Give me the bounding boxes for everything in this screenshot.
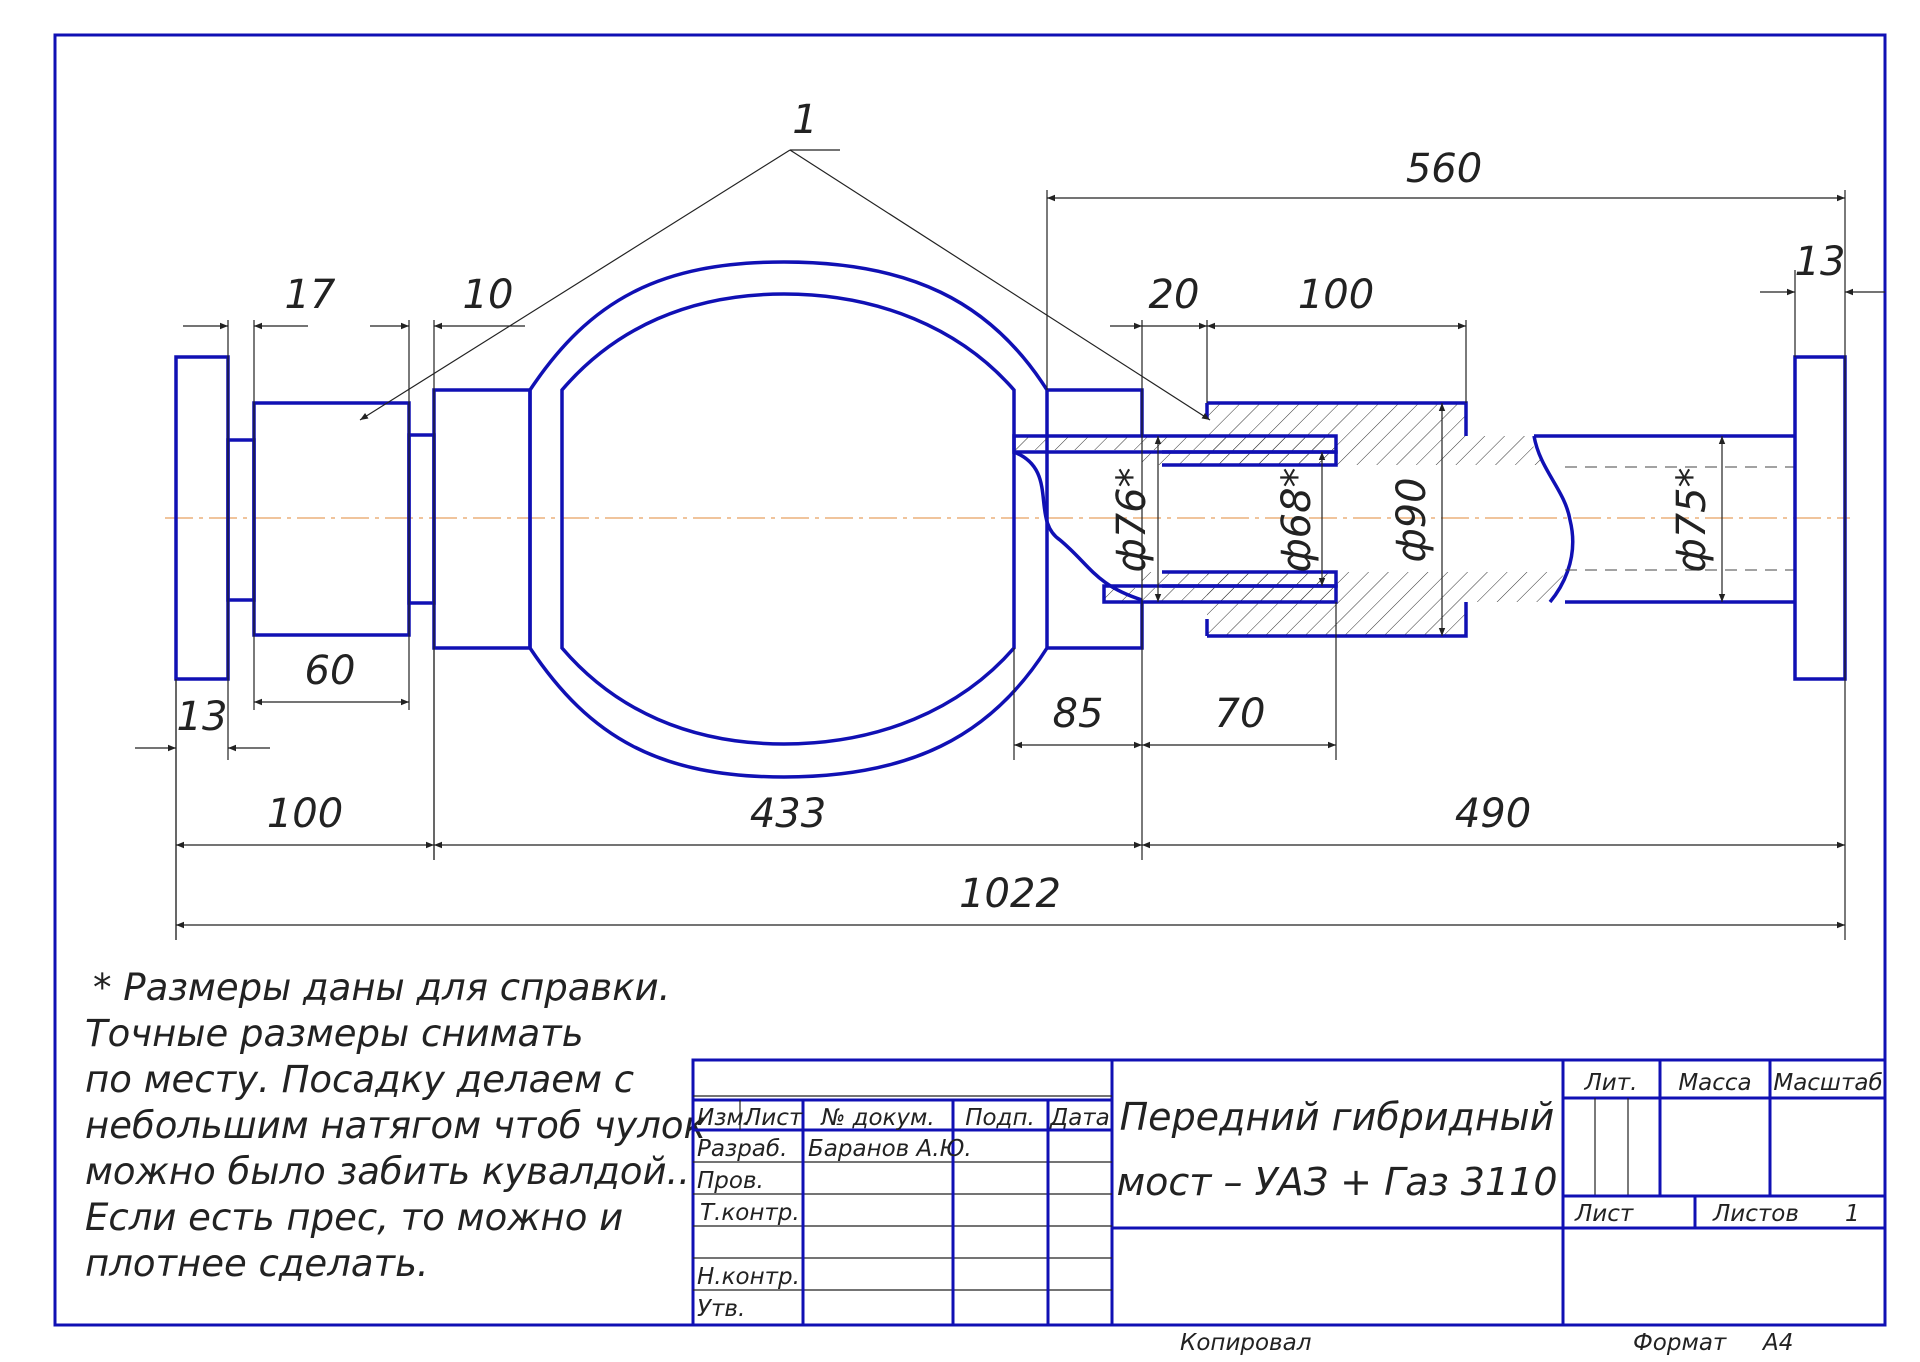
dim-17: 17	[285, 272, 336, 318]
dim-dia-90: ф90	[1389, 477, 1435, 562]
row-razrab: Разраб.	[697, 1136, 787, 1162]
drawing-title-line1: Передний гибридный	[1120, 1095, 1555, 1139]
dim-13-right: 13	[1795, 239, 1846, 285]
kopiroval-label: Копировал	[1180, 1330, 1312, 1356]
note-line: по месту. Посадку делаем с	[85, 1058, 634, 1101]
massa-label: Масса	[1678, 1070, 1751, 1096]
col-data: Дата	[1049, 1105, 1110, 1131]
sleeve-section	[1012, 401, 1795, 638]
leader-label: 1	[792, 97, 817, 143]
format-label: Формат	[1633, 1330, 1727, 1356]
note-line: небольшим натягом чтоб чулок	[85, 1104, 707, 1147]
dim-13-left: 13	[177, 694, 228, 740]
left-neck	[407, 433, 436, 605]
note-line: можно было забить кувалдой..	[85, 1150, 690, 1193]
dim-20: 20	[1149, 272, 1200, 318]
list-label: Лист	[1574, 1201, 1634, 1227]
title-block: Изм. Лист № докум. Подп. Дата Разраб. Ба…	[691, 1058, 1887, 1327]
dim-dia-76: ф76*	[1109, 467, 1155, 572]
drawing-title-line2: мост – УАЗ + Газ 3110	[1116, 1160, 1557, 1204]
lit-label: Лит.	[1584, 1070, 1638, 1096]
dim-100-bottom: 100	[267, 791, 343, 837]
left-bearing-seat	[252, 401, 411, 637]
listov-value: 1	[1845, 1201, 1860, 1227]
dim-dia-75: ф75*	[1669, 467, 1715, 572]
col-ndoc: № докум.	[819, 1105, 934, 1131]
col-izm: Изм.	[697, 1105, 751, 1131]
row-utv: Утв.	[697, 1296, 745, 1322]
note-line: плотнее сделать.	[85, 1242, 429, 1285]
format-value: А4	[1761, 1330, 1793, 1356]
dim-70: 70	[1215, 691, 1266, 737]
row-prov: Пров.	[697, 1168, 764, 1194]
note-line: Точные размеры снимать	[85, 1012, 584, 1055]
leader-callout: 1	[359, 97, 1211, 421]
dim-1022: 1022	[959, 871, 1061, 917]
dim-560: 560	[1406, 146, 1482, 192]
col-podp: Подп.	[965, 1105, 1035, 1131]
listov-label: Листов	[1712, 1201, 1799, 1227]
dim-490: 490	[1455, 791, 1531, 837]
note-line: * Размеры даны для справки.	[93, 966, 670, 1009]
row-tkontr: Т.контр.	[700, 1200, 800, 1226]
dimension-lines: 17 10 560 13 20 100 60 13 85 70 100	[135, 146, 1885, 940]
dim-85: 85	[1053, 691, 1104, 737]
developer-name: Баранов А.Ю.	[808, 1136, 972, 1162]
dim-60: 60	[305, 648, 356, 694]
row-nkontr: Н.контр.	[697, 1264, 800, 1290]
differential-housing	[528, 260, 1049, 779]
dim-433: 433	[750, 791, 826, 837]
dim-100-top: 100	[1298, 272, 1374, 318]
dim-10: 10	[463, 272, 514, 318]
left-hub	[432, 388, 532, 650]
masshtab-label: Масштаб	[1773, 1070, 1882, 1096]
note-line: Если есть прес, то можно и	[85, 1196, 623, 1239]
col-list: Лист	[743, 1105, 803, 1131]
dim-dia-68: ф68*	[1274, 467, 1320, 572]
notes-block: * Размеры даны для справки. Точные разме…	[85, 966, 707, 1285]
